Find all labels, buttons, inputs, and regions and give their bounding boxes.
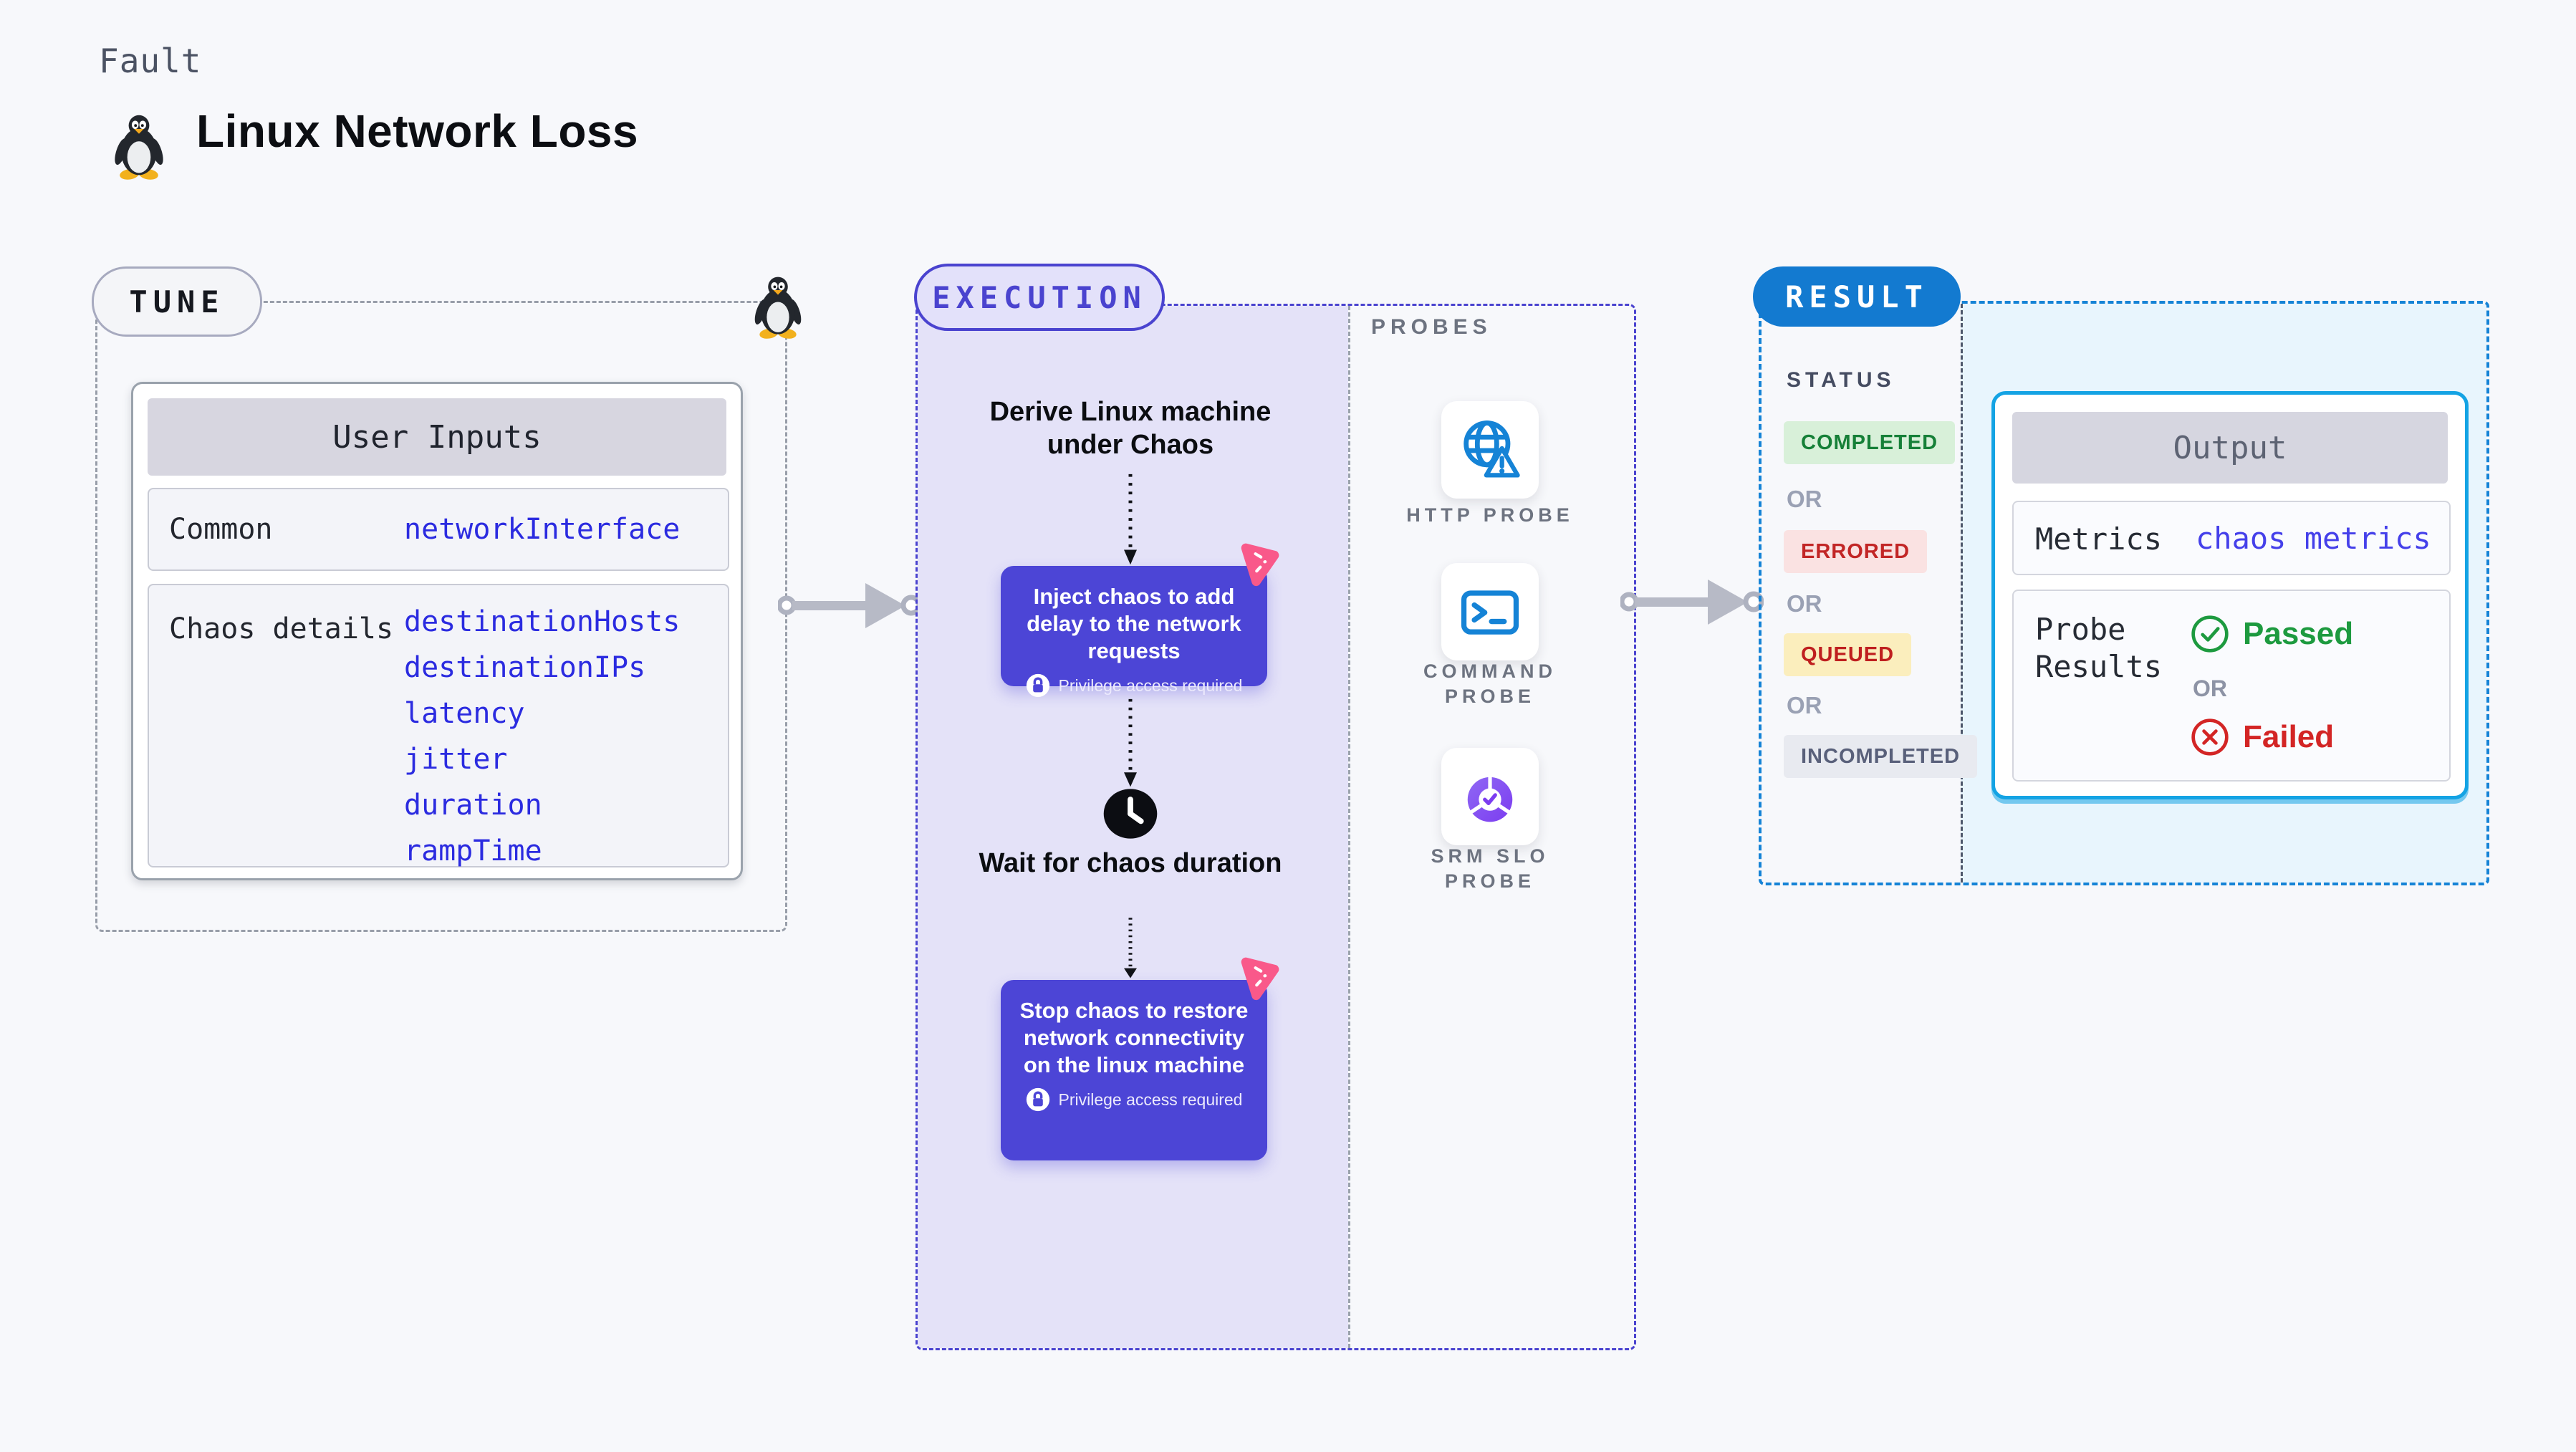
metrics-row: Metrics chaos metrics	[2012, 501, 2451, 575]
wait-step-text: Wait for chaos duration	[979, 848, 1282, 878]
stop-chaos-step: Stop chaos to restore network connectivi…	[1001, 980, 1267, 1160]
probe-results-row: Probe Results Passed OR Failed	[2012, 590, 2451, 782]
command-probe-label: COMMAND PROBE	[1423, 660, 1557, 707]
row-value: jitter	[404, 743, 508, 776]
fault-eyebrow: Fault	[99, 42, 202, 80]
row-value: destinationHosts	[404, 605, 681, 638]
failed-label: Failed	[2243, 719, 2335, 754]
result-pill: RESULT	[1753, 266, 1961, 327]
privilege-note: Privilege access required	[1001, 665, 1267, 711]
terminal-icon	[1454, 576, 1526, 648]
tune-pill: TUNE	[92, 266, 262, 337]
flow-dotted-arrow	[1122, 917, 1139, 980]
command-probe-card	[1441, 563, 1539, 660]
metrics-value-link: chaos metrics	[2196, 521, 2431, 556]
stop-step-text: Stop chaos to restore network connectivi…	[1019, 998, 1249, 1077]
metrics-label: Metrics	[2035, 521, 2163, 557]
probe-results-label: Probe Results	[2035, 612, 2163, 684]
row-label: Chaos details	[169, 612, 394, 645]
status-badge-queued: QUEUED	[1784, 633, 1912, 676]
row-value: rampTime	[404, 835, 542, 867]
srm-slo-probe-card	[1441, 748, 1539, 845]
status-badge-incompleted: INCOMPLETED	[1784, 735, 1978, 778]
litmus-chaos-icon	[1234, 537, 1284, 587]
globe-alert-icon	[1454, 414, 1526, 486]
user-inputs-title: User Inputs	[148, 398, 726, 476]
srm-slo-probe-label: SRM SLO PROBE	[1431, 845, 1549, 892]
flow-dotted-arrow	[1122, 698, 1139, 789]
tux-linux-icon-small	[745, 271, 811, 342]
http-probe-label: HTTP PROBE	[1406, 504, 1574, 526]
tune-section	[95, 301, 787, 932]
probes-heading: PROBES	[1371, 315, 1492, 339]
passed-verdict: Passed	[2190, 614, 2353, 654]
row-value: networkInterface	[404, 513, 681, 546]
inject-step-text: Inject chaos to add delay to the network…	[1027, 584, 1241, 663]
tux-linux-icon	[105, 109, 173, 183]
lock-icon	[1026, 1087, 1050, 1112]
clock-icon	[1102, 786, 1159, 842]
or-separator: OR	[1787, 692, 1822, 718]
privilege-note-text: Privilege access required	[1058, 675, 1243, 695]
http-probe-card	[1441, 401, 1539, 499]
lock-icon	[1026, 673, 1050, 698]
flow-dotted-arrow	[1122, 473, 1139, 567]
privilege-note: Privilege access required	[1001, 1079, 1267, 1125]
litmus-chaos-icon	[1234, 951, 1284, 1001]
privilege-note-text: Privilege access required	[1058, 1090, 1243, 1109]
user-inputs-row-chaos-details: Chaos details destinationHosts destinati…	[148, 584, 729, 867]
inject-chaos-step: Inject chaos to add delay to the network…	[1001, 566, 1267, 686]
status-badge-completed: COMPLETED	[1784, 421, 1956, 464]
user-inputs-row-common: Common networkInterface	[148, 488, 729, 571]
tune-to-execution-arrow	[778, 573, 921, 638]
row-value: destinationIPs	[404, 651, 646, 684]
output-title: Output	[2012, 412, 2448, 484]
derive-step-text: Derive Linux machine under Chaos	[989, 397, 1272, 460]
slo-donut-check-icon	[1454, 761, 1526, 832]
failed-verdict: Failed	[2190, 717, 2334, 757]
or-separator: OR	[1787, 590, 1822, 617]
status-heading: STATUS	[1787, 368, 1895, 392]
or-separator: OR	[2193, 675, 2227, 701]
row-value: latency	[404, 697, 525, 730]
execution-to-result-arrow	[1620, 569, 1764, 634]
user-inputs-card: User Inputs Common networkInterface Chao…	[131, 382, 743, 880]
check-circle-icon	[2190, 614, 2230, 654]
or-separator: OR	[1787, 486, 1822, 512]
x-circle-icon	[2190, 717, 2230, 757]
passed-label: Passed	[2243, 616, 2354, 651]
row-value: duration	[404, 789, 542, 822]
probes-area	[1348, 306, 1634, 1348]
output-card: Output Metrics chaos metrics Probe Resul…	[1991, 391, 2469, 799]
execution-pill: EXECUTION	[914, 264, 1165, 331]
status-badge-errored: ERRORED	[1784, 530, 1928, 573]
page-title: Linux Network Loss	[196, 105, 639, 157]
row-label: Common	[169, 513, 273, 546]
